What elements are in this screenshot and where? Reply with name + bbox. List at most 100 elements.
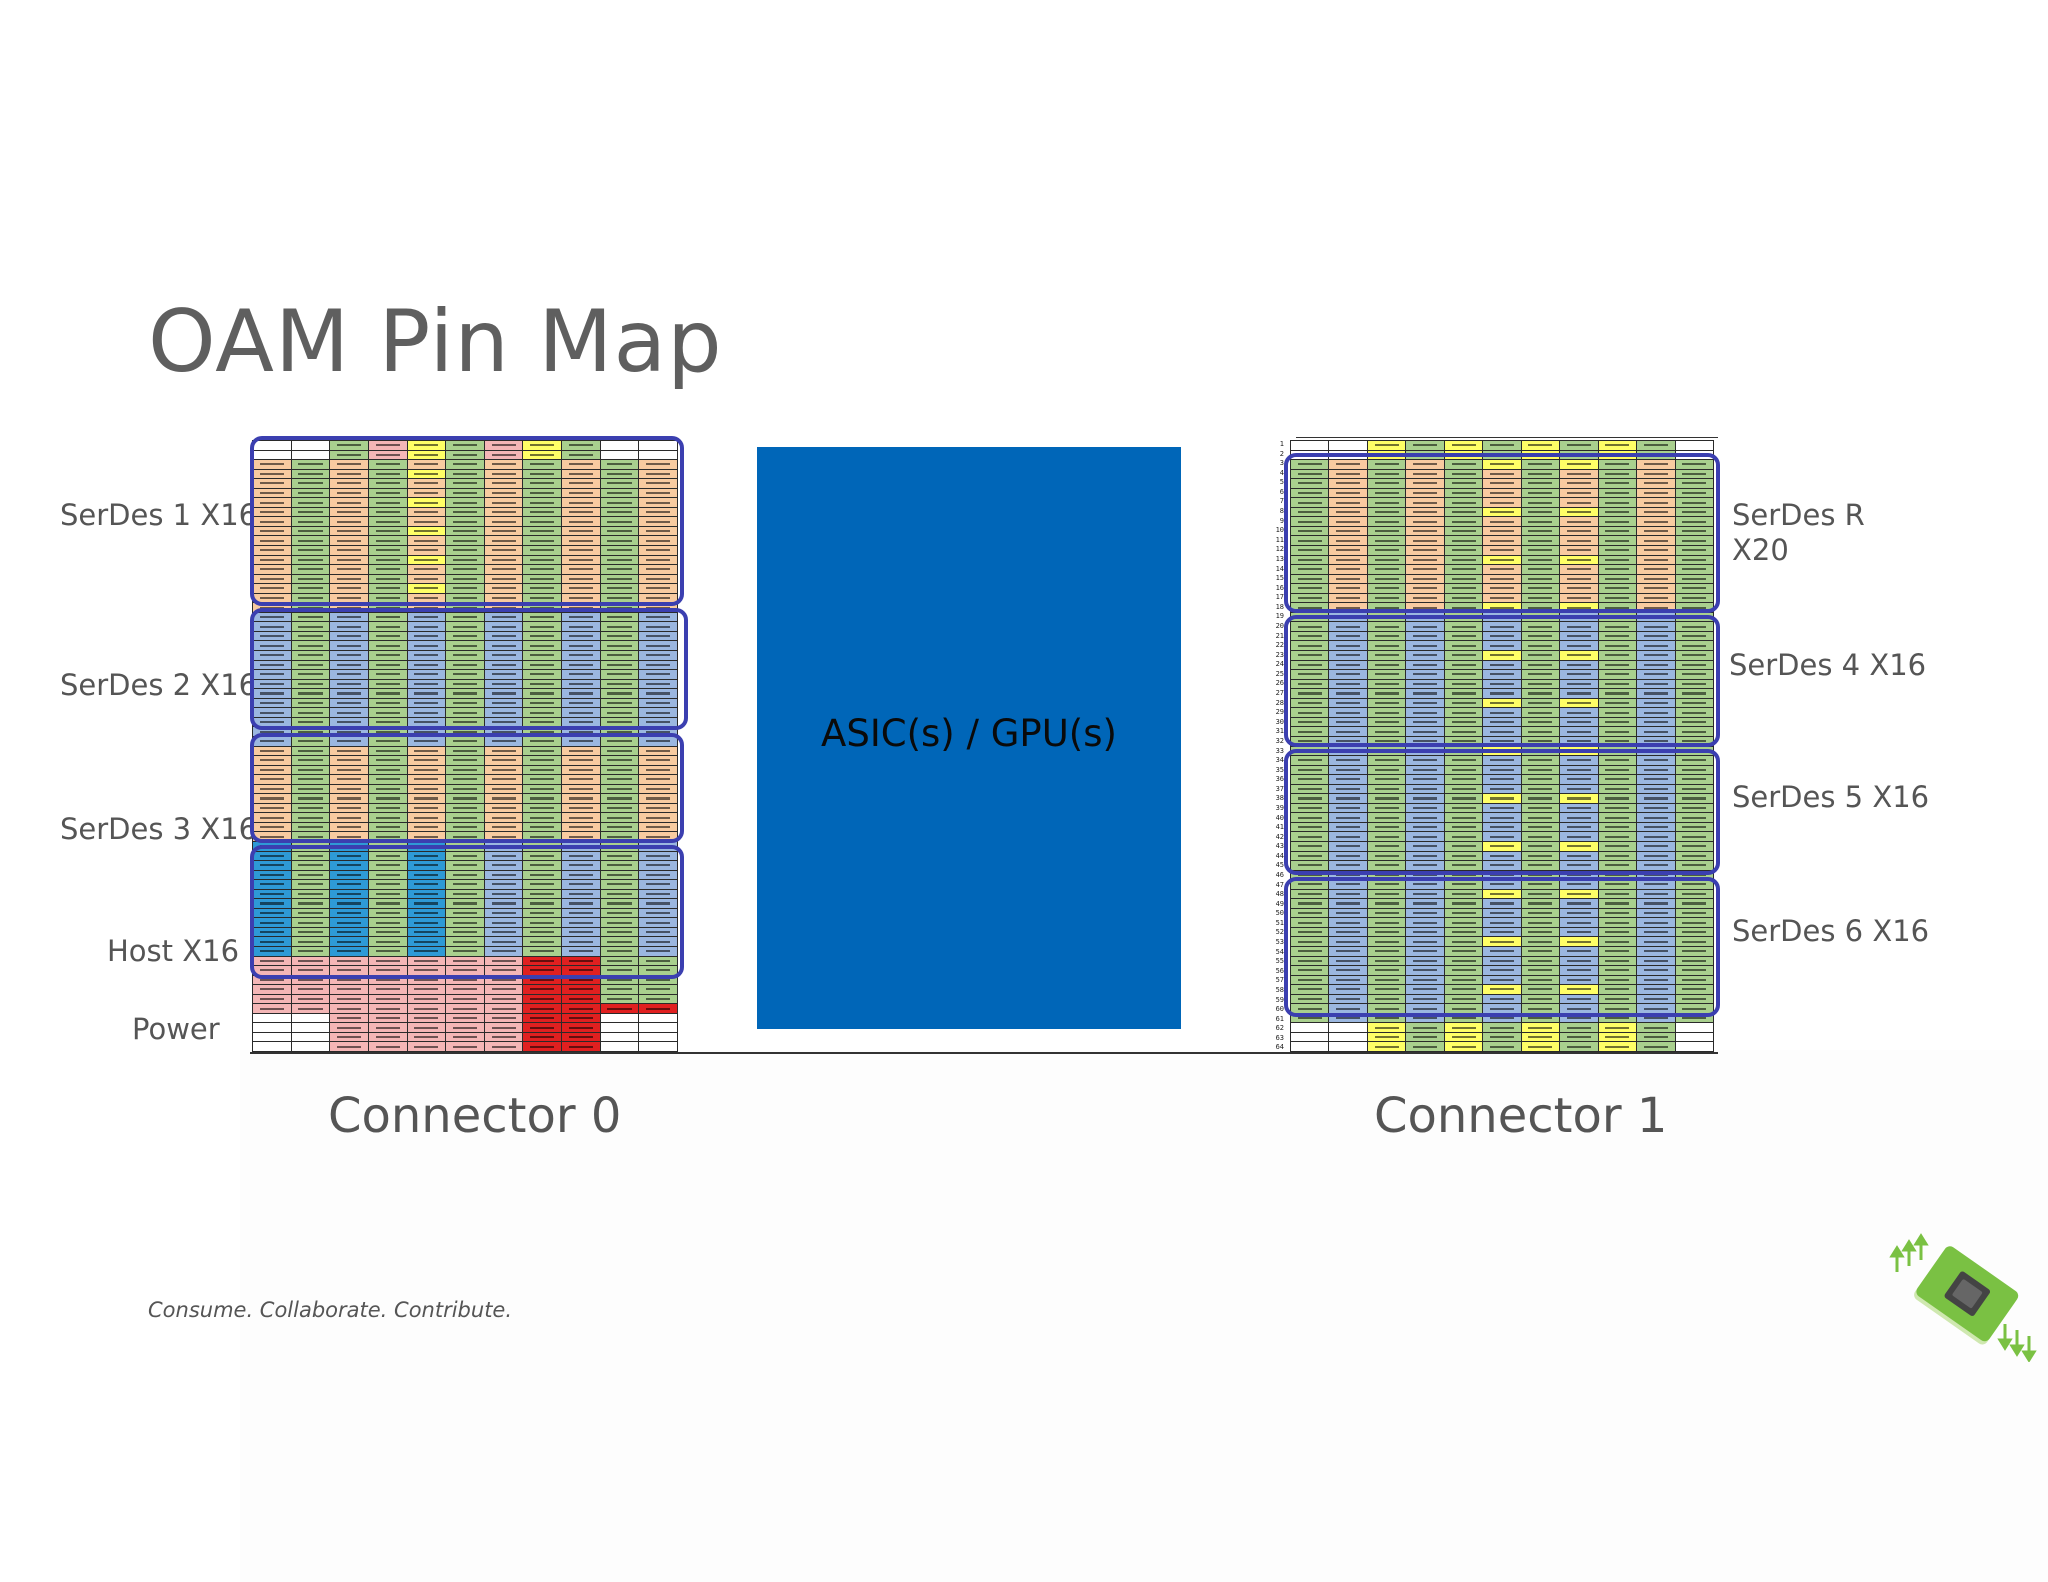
pin-cell [1598,784,1637,794]
pin-cell [1444,784,1483,794]
pin-cell [1329,717,1367,727]
pin-cell [1483,717,1521,727]
pin-cell [1521,603,1560,612]
pin-cell [639,813,677,822]
pin-cell [1598,927,1637,937]
pin-cell [330,803,368,813]
pin-cell [1291,765,1329,775]
pin-cell [523,736,562,746]
pin-cell [368,880,407,889]
asic-gpu-label: ASIC(s) / GPU(s) [821,712,1117,755]
pin-cell [600,775,639,784]
pin-cell [330,985,368,994]
pin-cell [291,689,330,698]
pin-cell [1444,536,1483,546]
pin-cell [330,651,368,660]
pin-cell [1291,460,1329,469]
pin-cell [1291,908,1329,918]
pin-cell [1675,546,1713,555]
pin-cell [1483,593,1521,603]
pin-cell [1598,899,1637,908]
pin-cell [484,775,523,784]
pin-cell [600,832,639,841]
pin-cell [1483,765,1521,775]
pin-cell [407,899,446,908]
pin-cell [1483,603,1521,612]
pin-cell [1406,574,1444,584]
pin-cell [253,660,291,670]
pin-cell [368,813,407,822]
pin-cell [446,994,484,1004]
pin-cell [253,1042,291,1051]
pin-cell [407,488,446,498]
pin-cell [330,832,368,841]
pin-cell [1291,794,1329,803]
pin-cell [639,1032,677,1042]
pin-cell [484,765,523,775]
pin-cell [1406,689,1444,698]
pin-cell [1483,994,1521,1004]
pin-cell [1483,479,1521,488]
pin-cell [330,908,368,918]
pin-cell [1367,603,1406,612]
pin-cell [562,813,600,822]
pin-cell [1675,603,1713,612]
pin-cell [1406,546,1444,555]
pin-cell [523,908,562,918]
pin-cell [639,565,677,574]
pin-cell [484,736,523,746]
pin-cell [1521,851,1560,861]
pin-cell [523,584,562,593]
pin-cell [1367,908,1406,918]
pin-cell [253,1004,291,1013]
pin-cell [1637,546,1675,555]
pin-cell [446,460,484,469]
pin-cell [407,526,446,536]
pin-cell [639,498,677,507]
pin-cell [1406,966,1444,975]
pin-cell [1598,593,1637,603]
pin-cell [639,679,677,689]
pin-cell [639,775,677,784]
pin-cell [1444,908,1483,918]
pin-cell [368,1004,407,1013]
pin-cell [1637,698,1675,708]
pin-cell [407,679,446,689]
pin-cell [523,565,562,574]
pin-cell [330,536,368,546]
pin-cell [1637,641,1675,651]
pin-cell [1367,794,1406,803]
pin-cell [1444,803,1483,813]
connector-1-label: Connector 1 [1374,1088,1668,1144]
pin-cell [484,517,523,526]
pin-cell [639,880,677,889]
pin-cell [523,593,562,603]
pin-cell [407,927,446,937]
host-outline [250,845,684,979]
pin-cell [1367,593,1406,603]
pin-cell [253,555,291,565]
pin-cell [446,670,484,679]
pin-cell [562,994,600,1004]
pin-cell [1598,555,1637,565]
pin-cell [1598,851,1637,861]
pin-cell [291,765,330,775]
pin-cell [1444,441,1483,450]
row-number: 18 [1275,602,1284,611]
pin-cell [1444,689,1483,698]
pin-cell [1483,813,1521,822]
pin-cell [1367,937,1406,946]
pin-cell [1483,1032,1521,1042]
pin-cell [1483,584,1521,593]
page-background [240,1050,2048,1582]
row-number: 46 [1275,871,1284,880]
pin-cell [407,469,446,479]
pin-cell [484,927,523,937]
row-number: 32 [1275,736,1284,745]
pin-cell [1367,832,1406,841]
pin-cell [330,593,368,603]
pin-cell [1560,1032,1598,1042]
pin-cell [1444,555,1483,565]
pin-cell [1560,479,1598,488]
pin-cell [1598,546,1637,555]
